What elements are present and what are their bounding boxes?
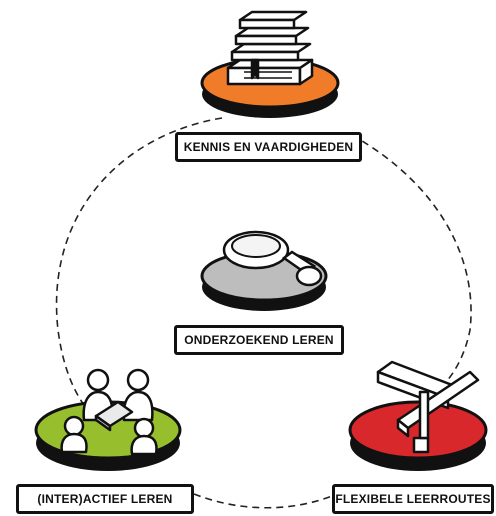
label-interactief-leren: (INTER)ACTIEF LEREN bbox=[16, 484, 194, 514]
stack-of-books-icon bbox=[226, 10, 314, 86]
crossroads-signpost-icon bbox=[376, 360, 480, 454]
people-with-laptop-icon bbox=[60, 368, 158, 456]
connector-bottom bbox=[193, 493, 333, 509]
connector-top-left bbox=[55, 117, 223, 406]
magnifying-glass-icon bbox=[222, 230, 323, 287]
platform-right-face bbox=[348, 400, 488, 460]
connector-top-right bbox=[351, 134, 472, 383]
platform-center bbox=[200, 230, 328, 311]
label-onderzoekend-leren: ONDERZOEKEND LEREN bbox=[174, 325, 344, 355]
label-flexibele-leerroutes: FLEXIBELE LEERROUTES bbox=[332, 484, 494, 514]
platform-top bbox=[200, 10, 340, 118]
platform-left bbox=[34, 368, 182, 471]
platform-right bbox=[348, 360, 488, 471]
dashed-connectors bbox=[55, 117, 472, 509]
label-kennis-en-vaardigheden: KENNIS EN VAARDIGHEDEN bbox=[175, 132, 362, 162]
